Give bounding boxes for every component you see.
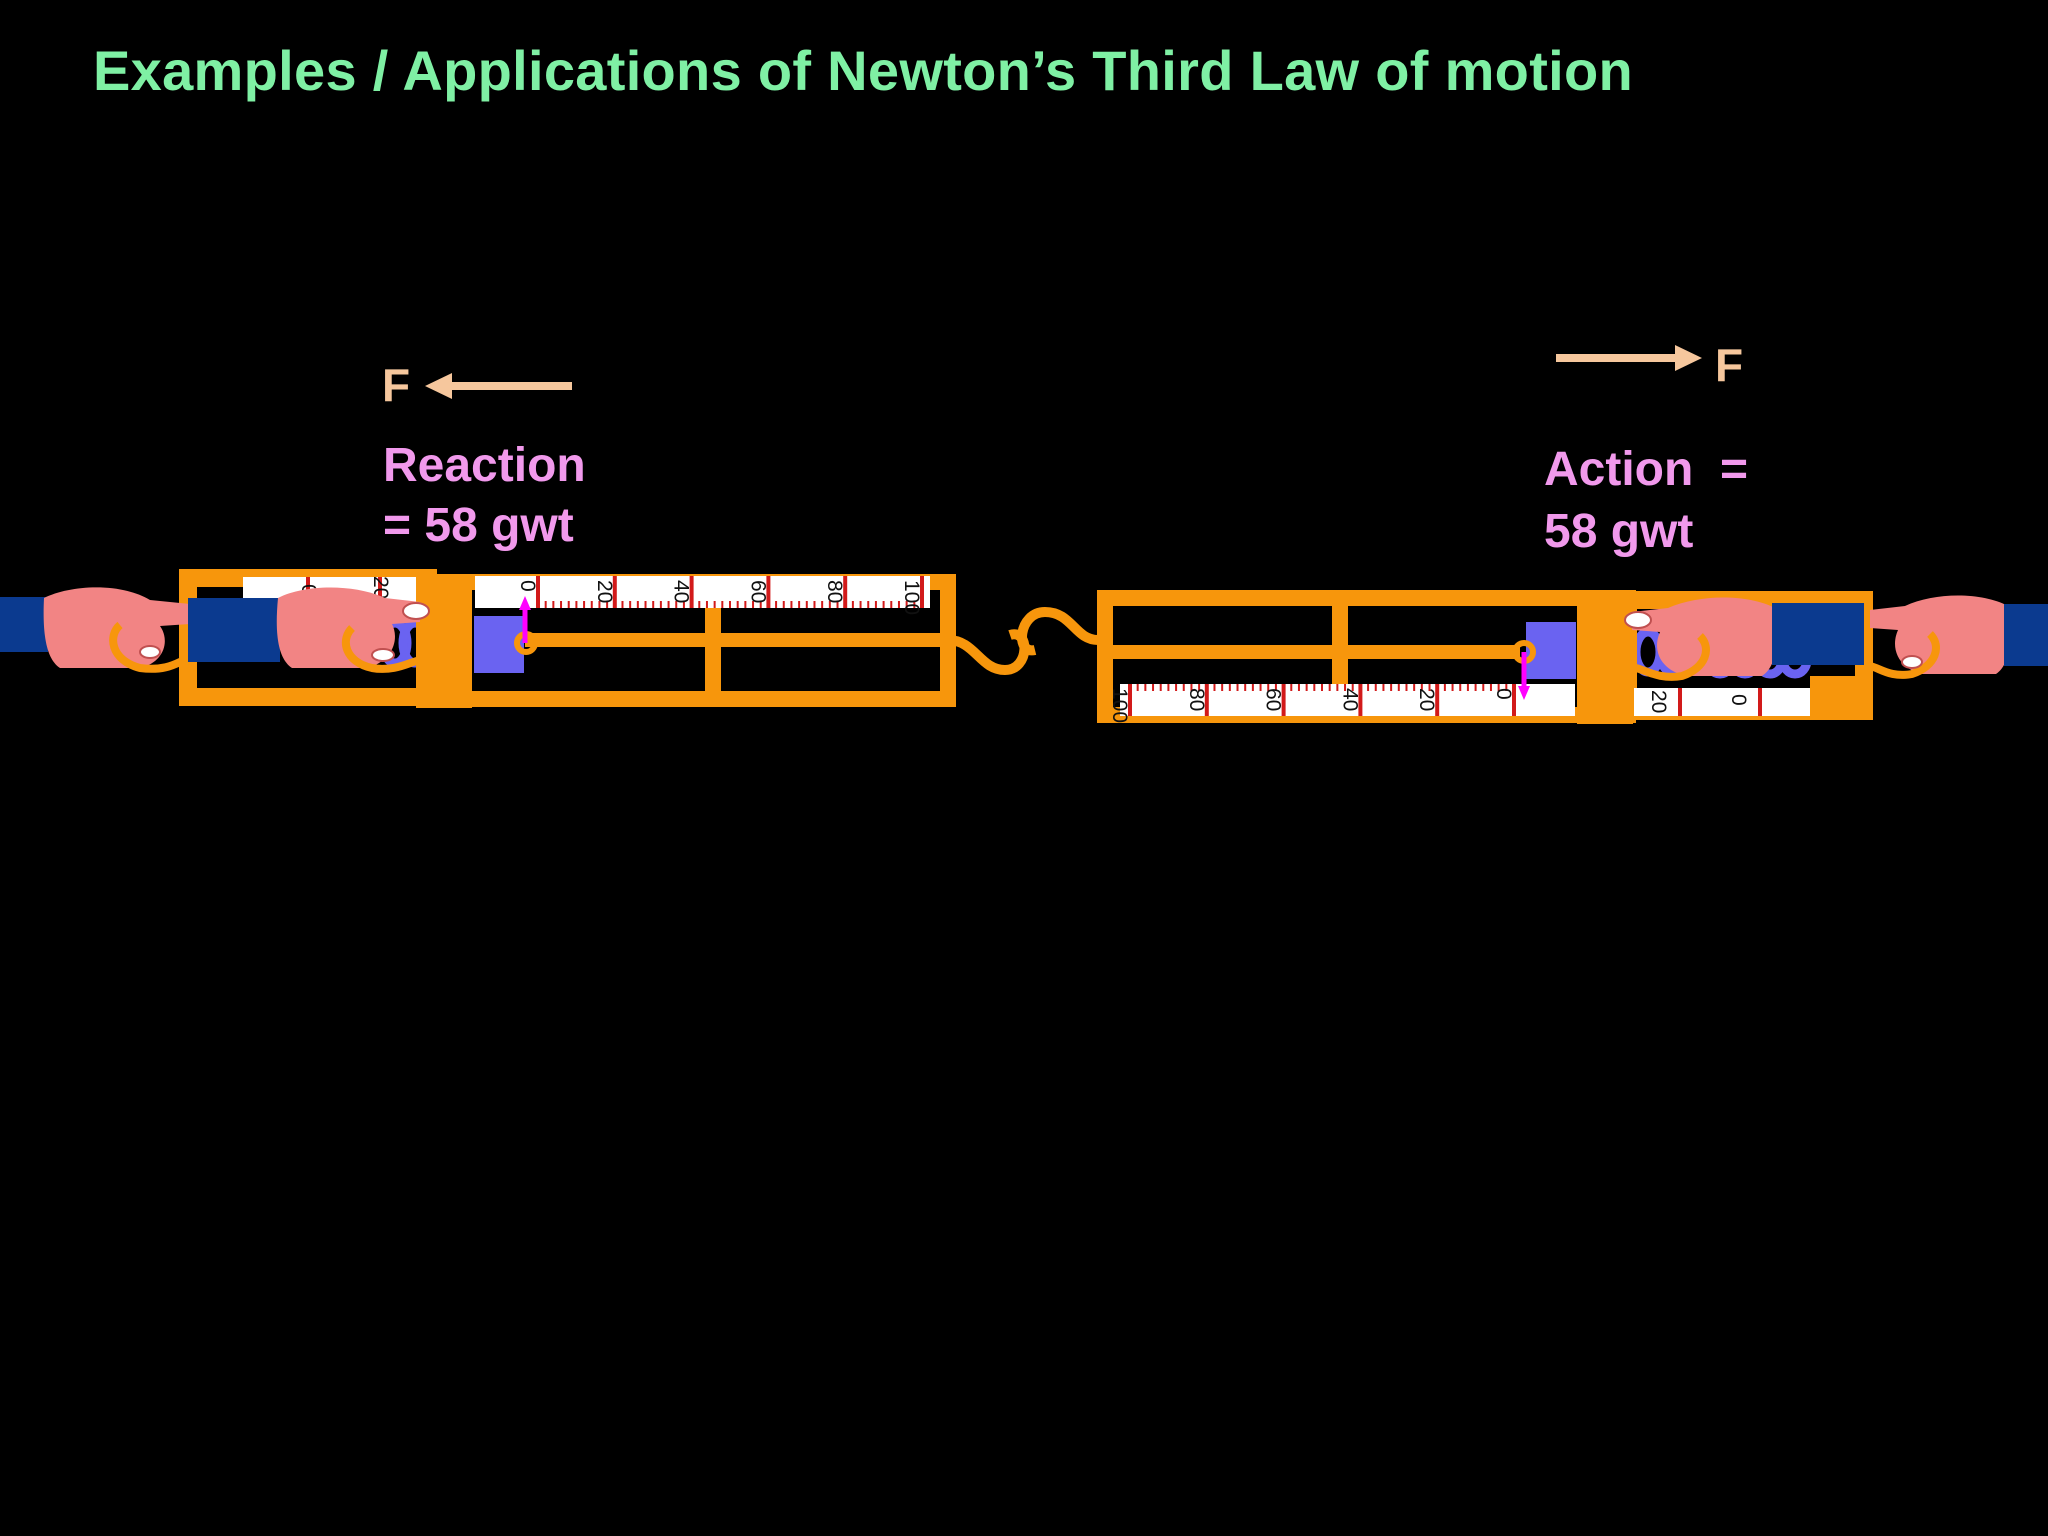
left-force-arrow (425, 373, 572, 399)
action-label-line2: 58 gwt (1544, 505, 1694, 558)
reaction-label-line2: = 58 gwt (383, 499, 574, 552)
left-scale-tick-label: 0 (516, 580, 539, 592)
reaction-label-line1: Reaction (383, 439, 586, 492)
right-scale-tick-label: 60 (1262, 688, 1285, 711)
right-scale-tick-label: 80 (1185, 688, 1208, 711)
left-scale-tick-label: 60 (746, 580, 769, 603)
left-force-symbol: F (382, 359, 411, 411)
right-rear-scale (1634, 688, 1810, 716)
left-scale-strip (475, 576, 930, 608)
right-hand-outer (1868, 595, 2048, 679)
action-label-line1: Action = (1544, 443, 1749, 496)
left-scale-major-ticks: 0 20 40 60 80 100 (516, 576, 924, 615)
right-pointer (1518, 652, 1530, 700)
left-sleeve-outer (0, 597, 48, 652)
right-scale-major-ticks: 100 80 60 40 20 0 (1108, 684, 1516, 723)
right-scale-tick-label: 100 (1108, 688, 1131, 723)
left-scale-tick-label: 40 (670, 580, 693, 603)
right-sleeve-outer (2004, 604, 2048, 666)
left-scale-tick-label: 80 (823, 580, 846, 603)
slide-title: Examples / Applications of Newton’s Thir… (93, 39, 1634, 102)
left-scale-minor-ticks (537, 601, 923, 608)
left-hand-outer (0, 587, 192, 673)
right-force-arrow (1556, 345, 1702, 371)
right-force-symbol: F (1715, 339, 1744, 391)
left-scale-tick-label: 20 (593, 580, 616, 603)
left-hook (947, 629, 1030, 676)
right-rear-tick-0: 0 (1727, 694, 1750, 706)
left-pointer (519, 596, 531, 643)
right-scale-tick-label: 20 (1415, 688, 1438, 711)
left-scale-tick-label: 100 (900, 580, 923, 615)
left-rear-tick-20: 20 (369, 576, 392, 599)
right-scale-tick-label: 0 (1492, 688, 1515, 700)
right-rear-tick-20: 20 (1647, 690, 1670, 713)
right-hook (1017, 606, 1099, 656)
right-hand-inner (1624, 597, 1864, 681)
left-hand-inner (188, 587, 430, 673)
left-sleeve-inner (188, 598, 280, 662)
right-scale-tick-label: 40 (1338, 688, 1361, 711)
right-sleeve-inner (1772, 603, 1864, 665)
